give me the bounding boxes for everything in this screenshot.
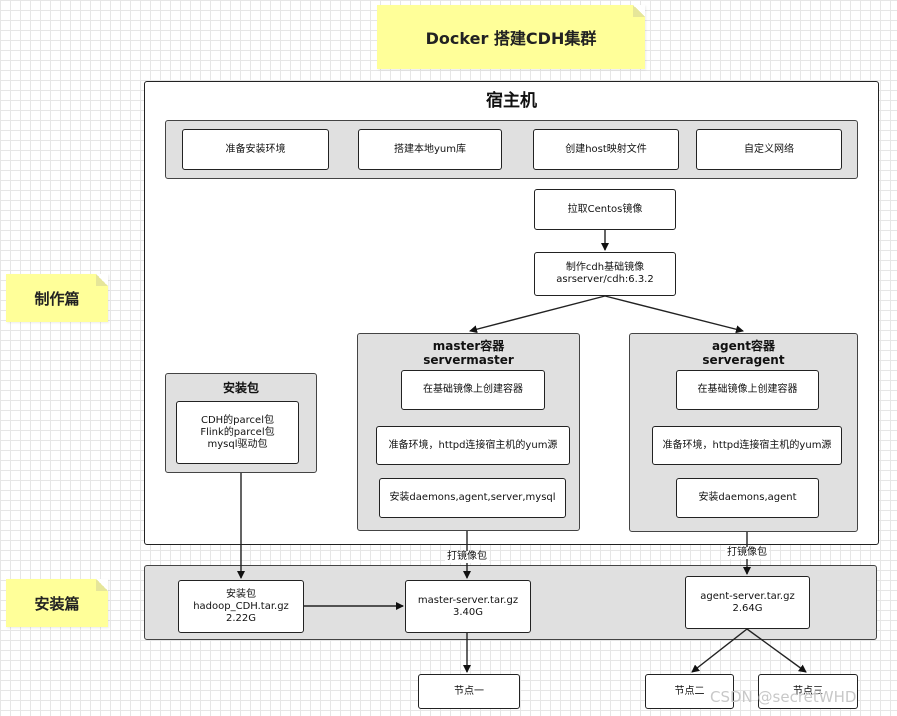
host-title: 宿主机 [486, 91, 537, 111]
package-group-title: 安装包 [222, 381, 259, 395]
node-label: 节点三 [793, 685, 823, 697]
node-label: 节点一 [454, 685, 484, 697]
master-step-label: 准备环境，httpd连接宿主机的yum源 [388, 439, 558, 451]
package-item: CDH的parcel包 [200, 414, 274, 426]
section-label-make: 制作篇 [34, 289, 80, 308]
agent-step-label: 准备环境，httpd连接宿主机的yum源 [662, 439, 832, 451]
install-package-box: 安装包 hadoop_CDH.tar.gz 2.22G [178, 580, 304, 633]
node-two: 节点二 [645, 674, 734, 709]
note-fold-icon [96, 274, 108, 286]
node-label: 节点二 [674, 685, 705, 697]
edge-label-pack-agent: 打镜像包 [725, 547, 769, 559]
agent-title-line1: agent容器 [711, 339, 776, 353]
agent-step-label: 在基础镜像上创建容器 [697, 384, 798, 395]
prep-step-label: 自定义网络 [744, 143, 794, 155]
base-image-label: 制作cdh基础镜像 [565, 262, 645, 273]
prep-step-env: 准备安装环境 [182, 129, 329, 170]
agent-step-create: 在基础镜像上创建容器 [676, 370, 819, 410]
install-package-size: 2.22G [225, 612, 256, 624]
master-step-env: 准备环境，httpd连接宿主机的yum源 [376, 426, 570, 465]
arrow-base-to-agent [604, 295, 744, 334]
section-note-make: 制作篇 [6, 274, 108, 322]
master-step-label: 在基础镜像上创建容器 [423, 384, 523, 395]
diagram-title: Docker 搭建CDH集群 [425, 29, 597, 48]
prep-step-label: 创建host映射文件 [565, 143, 647, 155]
install-package-title: 安装包 [226, 588, 256, 600]
master-tar-file: master-server.tar.gz [417, 594, 519, 606]
agent-title-line2: serveragent [702, 353, 785, 367]
prep-step-network: 自定义网络 [696, 129, 842, 170]
agent-container-title: agent容器 serveragent [629, 339, 858, 367]
arrow-agent-tar-to-node-three [746, 628, 807, 673]
note-fold-icon [96, 579, 108, 591]
agent-step-install: 安装daemons,agent [676, 478, 819, 518]
node-one: 节点一 [418, 674, 520, 709]
agent-tar-file: agent-server.tar.gz [700, 590, 795, 602]
package-item: mysql驱动包 [207, 438, 268, 450]
master-tar-size: 3.40G [452, 606, 483, 618]
agent-step-env: 准备环境，httpd连接宿主机的yum源 [652, 426, 842, 465]
section-label-install: 安装篇 [34, 594, 80, 613]
master-container-title: master容器 servermaster [357, 339, 580, 367]
master-title-line2: servermaster [423, 353, 514, 367]
base-image-box: 制作cdh基础镜像 asrserver/cdh:6.3.2 [534, 252, 676, 296]
note-fold-icon [633, 5, 645, 17]
agent-tar-box: agent-server.tar.gz 2.64G [685, 576, 810, 629]
pull-centos-box: 拉取Centos镜像 [534, 189, 676, 230]
install-package-file: hadoop_CDH.tar.gz [193, 600, 289, 612]
master-step-install: 安装daemons,agent,server,mysql [379, 478, 566, 518]
prep-step-label: 搭建本地yum库 [394, 143, 466, 155]
base-image-tag: asrserver/cdh:6.3.2 [556, 274, 654, 285]
csdn-watermark: CSDN @secretWHD [710, 688, 857, 706]
pull-centos-label: 拉取Centos镜像 [567, 203, 643, 215]
master-step-create: 在基础镜像上创建容器 [401, 370, 545, 410]
package-item: Flink的parcel包 [200, 426, 275, 438]
title-note: Docker 搭建CDH集群 [377, 5, 645, 69]
arrow-base-to-master [469, 295, 606, 334]
master-title-line1: master容器 [432, 339, 505, 353]
arrow-agent-tar-to-node-two [691, 628, 748, 673]
prep-step-yum: 搭建本地yum库 [358, 129, 502, 170]
edge-label-pack-master: 打镜像包 [445, 551, 489, 563]
prep-step-hosts: 创建host映射文件 [533, 129, 679, 170]
prep-step-label: 准备安装环境 [225, 143, 286, 155]
section-note-install: 安装篇 [6, 579, 108, 627]
package-list-box: CDH的parcel包 Flink的parcel包 mysql驱动包 [176, 401, 299, 464]
node-three: 节点三 [758, 674, 858, 709]
master-step-label: 安装daemons,agent,server,mysql [389, 492, 556, 503]
agent-tar-size: 2.64G [732, 602, 763, 614]
agent-step-label: 安装daemons,agent [698, 492, 797, 503]
master-tar-box: master-server.tar.gz 3.40G [405, 580, 531, 633]
